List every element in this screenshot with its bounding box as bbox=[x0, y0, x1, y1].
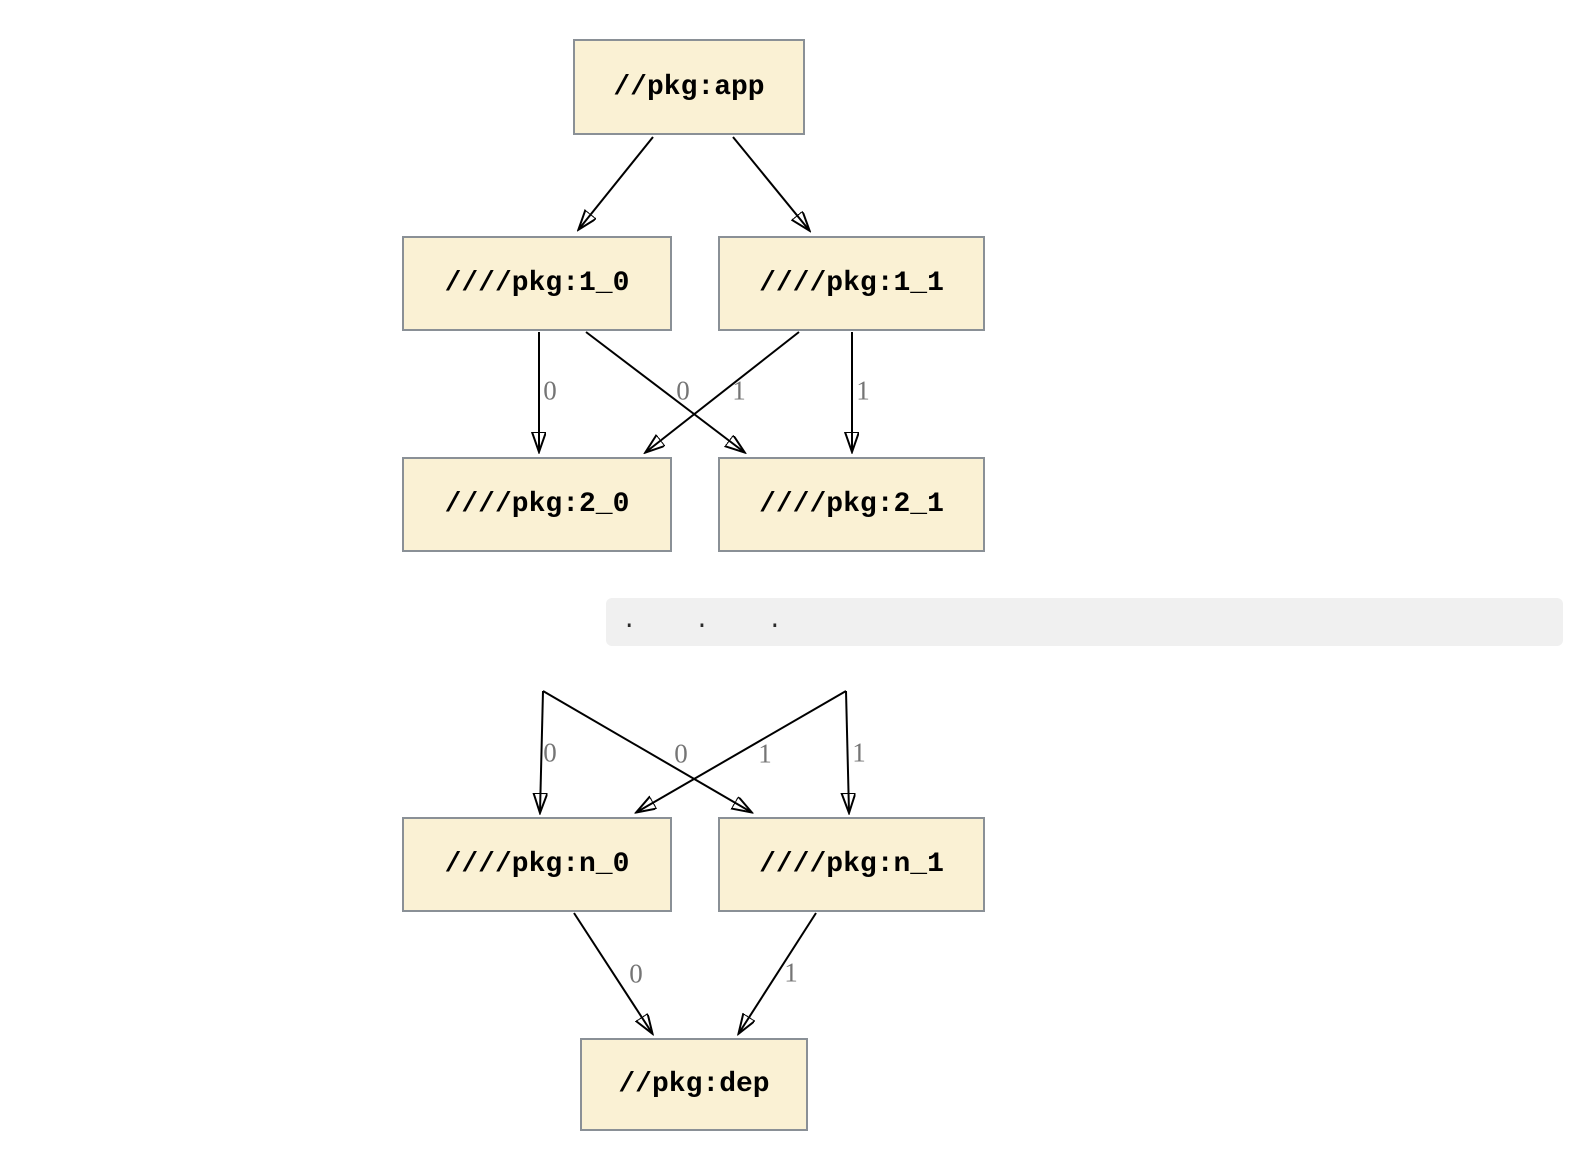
edge-app-to-1_1 bbox=[732, 136, 809, 230]
edge-elided-to-n_1-cross bbox=[542, 690, 751, 812]
edge-label-1_0-to-2_1: 0 bbox=[676, 375, 690, 406]
edge-elided-to-n_0-cross bbox=[637, 690, 847, 812]
node-pkg-2_0: ////pkg:2_0 bbox=[402, 457, 672, 552]
edge-app-to-1_0 bbox=[579, 136, 654, 229]
node-pkg-dep: //pkg:dep bbox=[580, 1038, 808, 1131]
edge-elided-to-n_1-straight bbox=[846, 690, 849, 812]
ellipsis-code-band: . . . bbox=[606, 598, 1563, 646]
node-pkg-app: //pkg:app bbox=[573, 39, 805, 135]
edge-label-n_0-to-dep: 0 bbox=[629, 958, 643, 989]
edge-1_0-to-2_1 bbox=[585, 331, 744, 452]
node-pkg-n_1: ////pkg:n_1 bbox=[718, 817, 985, 912]
edge-n_0-to-dep bbox=[573, 912, 652, 1033]
node-pkg-n_0: ////pkg:n_0 bbox=[402, 817, 672, 912]
ellipsis-dots: . . . bbox=[622, 608, 805, 635]
edge-elided-to-n_0-straight bbox=[540, 690, 543, 812]
edge-n_1-to-dep bbox=[739, 912, 817, 1033]
node-pkg-2_1: ////pkg:2_1 bbox=[718, 457, 985, 552]
edge-label-1_1-to-2_0: 1 bbox=[732, 375, 746, 406]
node-pkg-1_0: ////pkg:1_0 bbox=[402, 236, 672, 331]
edge-label-elided-to-n_0-cross: 1 bbox=[758, 738, 772, 769]
edge-label-n_1-to-dep: 1 bbox=[784, 957, 798, 988]
edge-label-elided-to-n_1-straight: 1 bbox=[852, 737, 866, 768]
edge-1_1-to-2_0 bbox=[646, 331, 800, 452]
edge-label-1_1-to-2_1: 1 bbox=[856, 375, 870, 406]
edge-label-1_0-to-2_0: 0 bbox=[543, 375, 557, 406]
edge-label-elided-to-n_0-straight: 0 bbox=[543, 737, 557, 768]
node-pkg-1_1: ////pkg:1_1 bbox=[718, 236, 985, 331]
edge-label-elided-to-n_1-cross: 0 bbox=[674, 738, 688, 769]
